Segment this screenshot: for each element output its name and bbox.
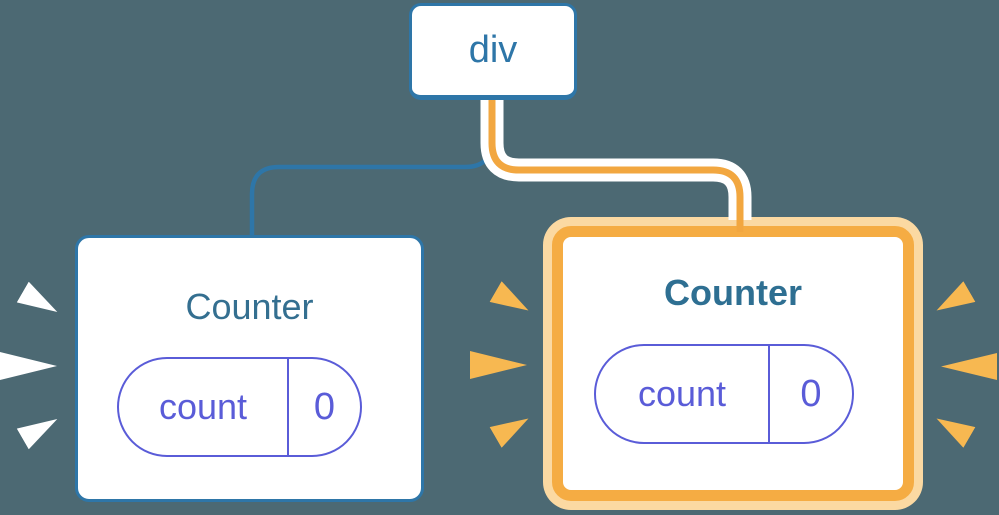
edge-root-to-left-counter (249, 100, 495, 237)
spark-icon (941, 353, 997, 380)
state-name: count (119, 359, 289, 455)
state-name: count (596, 346, 770, 442)
edge-root-to-right-counter (488, 100, 744, 232)
counter-node-right-highlight-glow: Counter count 0 (543, 217, 923, 510)
spark-icon (931, 281, 976, 321)
spark-icon (490, 281, 535, 321)
spark-icon (17, 282, 64, 323)
spark-icon (490, 408, 535, 448)
counter-title: Counter (185, 286, 314, 327)
state-pill: count 0 (117, 357, 362, 457)
root-node-div: div (409, 3, 577, 100)
counter-title: Counter (664, 272, 802, 313)
spark-icon (470, 351, 527, 379)
state-value: 0 (800, 372, 822, 415)
state-value: 0 (313, 385, 336, 428)
edge-casing (480, 100, 752, 220)
spark-icon (17, 409, 64, 450)
root-node-label: div (468, 29, 518, 71)
counter-node-left: Counter count 0 (75, 235, 424, 502)
spark-icon (931, 408, 976, 448)
spark-icon (0, 352, 57, 380)
state-pill: count 0 (594, 344, 854, 444)
